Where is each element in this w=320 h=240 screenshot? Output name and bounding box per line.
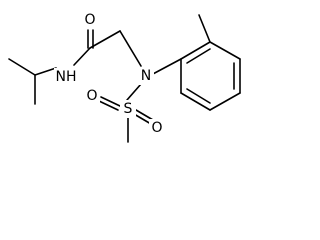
sulfonyl-oxygen-right: O — [149, 119, 165, 137]
amide-nitrogen: NH — [54, 68, 78, 86]
carbonyl-oxygen-label: O — [84, 12, 95, 28]
carbonyl-oxygen: O — [82, 11, 98, 29]
ring-bond-1 — [180, 41, 211, 60]
bond-carbonyl-ch2 — [89, 30, 121, 49]
sulfonamide-nitrogen: N — [138, 67, 154, 85]
bond-sulfur-oxygen-left-1 — [100, 96, 121, 107]
structure-diagram: O NH N S O O — [8, 11, 241, 143]
ring-bond-5 — [180, 92, 211, 111]
bond-ch2-n — [119, 30, 142, 67]
amide-nitrogen-label: NH — [56, 69, 77, 85]
bond-isopropyl-methyl-upper — [8, 58, 36, 76]
bond-n-aryl — [150, 58, 182, 76]
bond-sulfur-oxygen-right-2 — [133, 113, 152, 125]
bond-n-sulfur — [126, 83, 142, 101]
ring-bond-4 — [209, 92, 241, 111]
ring-bond-2 — [209, 41, 241, 60]
bond-sulfur-oxygen-right-1 — [135, 109, 154, 121]
bond-sulfur-oxygen-left-2 — [98, 100, 119, 111]
sulfonyl-oxygen-left-label: O — [86, 88, 97, 104]
bonds — [8, 14, 241, 143]
ring-inner-bond-3 — [186, 88, 211, 104]
bond-isopropyl-ch-nh — [34, 67, 57, 76]
bond-nh-carbonyl — [73, 47, 91, 66]
sulfonyl-oxygen-left: O — [84, 87, 100, 105]
sulfonamide-nitrogen-label: N — [141, 68, 151, 84]
sulfonyl-oxygen-right-label: O — [151, 120, 162, 136]
bond-aryl-methyl — [198, 14, 211, 43]
sulfur-label: S — [124, 101, 133, 117]
ring-inner-bond-1 — [186, 48, 211, 64]
atom-labels: O NH N S O O — [54, 11, 165, 137]
sulfur: S — [120, 100, 136, 118]
